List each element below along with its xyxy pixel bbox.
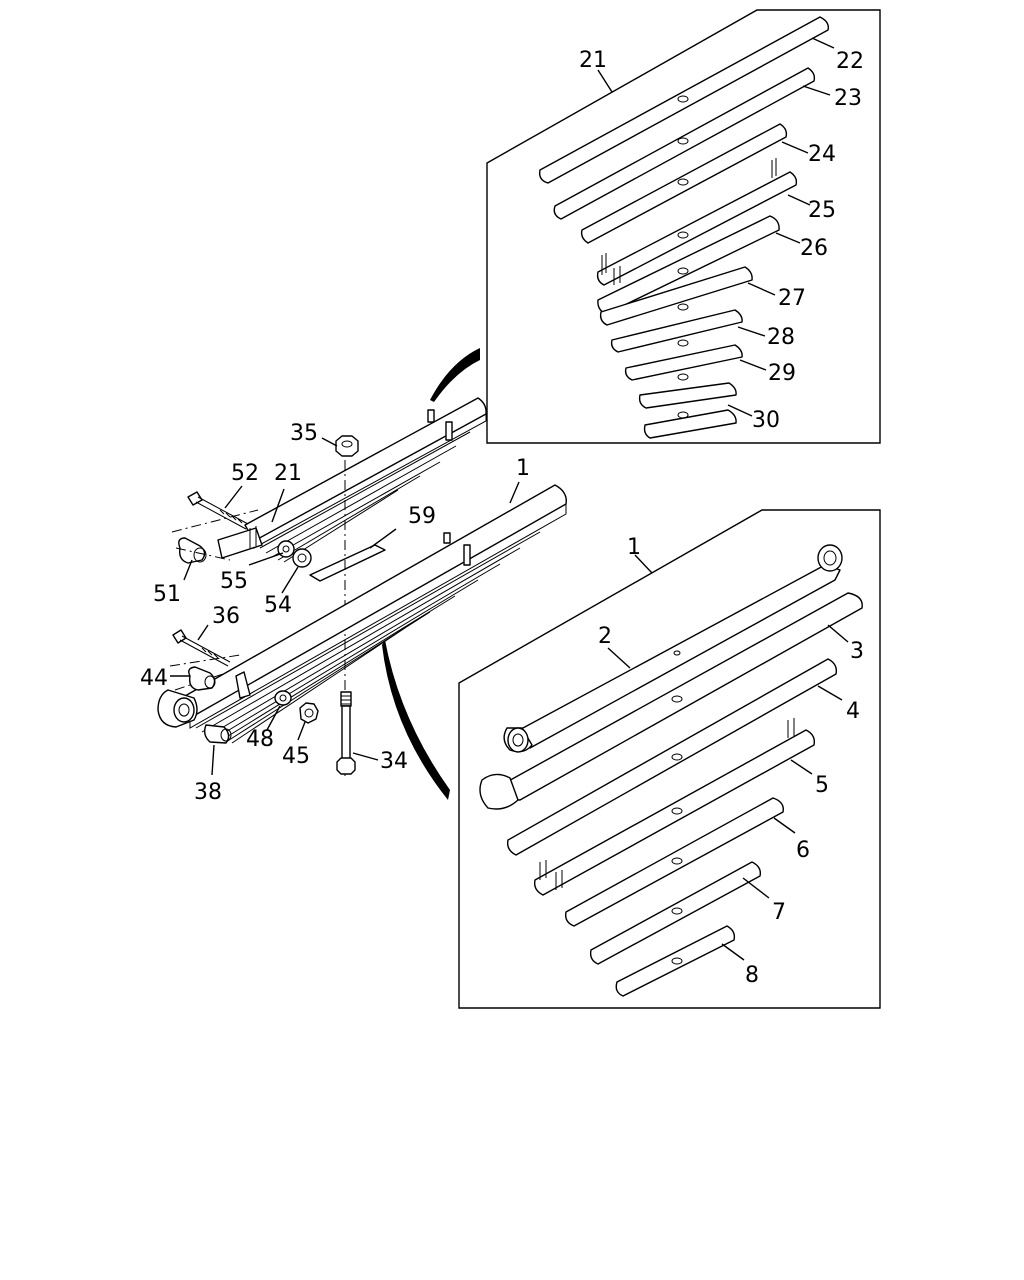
callout-54: 54 xyxy=(264,593,292,618)
callout-3: 3 xyxy=(850,639,864,664)
leaf-3 xyxy=(479,592,863,810)
leaf-24 xyxy=(580,123,788,244)
callout-6: 6 xyxy=(796,838,810,863)
bushing-38 xyxy=(203,724,232,744)
lower-inset xyxy=(458,509,881,1009)
top-inset-frame xyxy=(486,9,881,444)
leaf-28 xyxy=(610,309,743,353)
callout-55: 55 xyxy=(220,569,248,594)
leaf-7 xyxy=(589,861,762,965)
callout-5: 5 xyxy=(815,773,829,798)
callout-1-mid: 1 xyxy=(516,456,530,481)
top-inset xyxy=(486,9,881,444)
leaf-29 xyxy=(624,344,743,381)
nut-54 xyxy=(292,548,312,568)
main-assembly xyxy=(157,397,567,780)
callout-35: 35 xyxy=(290,421,318,446)
callout-48: 48 xyxy=(246,727,274,752)
callout-25: 25 xyxy=(808,198,836,223)
leaf-2 xyxy=(503,544,843,753)
top-inset-pointer xyxy=(430,348,480,402)
leaf-8 xyxy=(615,925,736,997)
leaf-26 xyxy=(597,215,780,315)
washer-48 xyxy=(274,690,292,706)
bolt-36 xyxy=(172,629,231,667)
callout-24: 24 xyxy=(808,142,836,167)
callout-44: 44 xyxy=(140,666,168,691)
leaf-5 xyxy=(533,718,816,896)
upper-spring-pack xyxy=(217,397,487,563)
callout-labels: 21 22 23 24 25 26 27 28 29 30 35 52 21 1… xyxy=(140,48,864,988)
spacer-59 xyxy=(309,544,386,582)
callout-34: 34 xyxy=(380,749,408,774)
callout-21-top: 21 xyxy=(579,48,607,73)
callout-1-top: 1 xyxy=(627,535,641,560)
callout-8: 8 xyxy=(745,963,759,988)
leaf-22 xyxy=(538,16,830,184)
callout-28: 28 xyxy=(767,325,795,350)
callout-26: 26 xyxy=(800,236,828,261)
main-spring-pack xyxy=(157,484,567,744)
callout-36: 36 xyxy=(212,604,240,629)
callout-22: 22 xyxy=(836,49,864,74)
callout-45: 45 xyxy=(282,744,310,769)
nut-45 xyxy=(299,702,319,724)
callout-4: 4 xyxy=(846,699,860,724)
bushing-51 xyxy=(178,537,207,564)
callout-27: 27 xyxy=(778,286,806,311)
center-bolt-34 xyxy=(336,691,356,775)
leaf-30 xyxy=(638,382,737,439)
lower-inset-pointer xyxy=(382,640,450,800)
leaf-4 xyxy=(506,658,838,856)
callout-30: 30 xyxy=(752,408,780,433)
leaf-27 xyxy=(599,266,753,326)
callout-23: 23 xyxy=(834,86,862,111)
nut-35 xyxy=(335,435,359,457)
callout-21-mid: 21 xyxy=(274,461,302,486)
leaf-25 xyxy=(596,158,798,286)
callout-7: 7 xyxy=(772,900,786,925)
bushing-44 xyxy=(188,666,216,691)
callout-2: 2 xyxy=(598,624,612,649)
leaf-6 xyxy=(564,797,784,927)
callout-38: 38 xyxy=(194,780,222,805)
callout-52: 52 xyxy=(231,461,259,486)
lower-inset-frame xyxy=(458,509,881,1009)
callout-29: 29 xyxy=(768,361,796,386)
callout-51: 51 xyxy=(153,582,181,607)
leaf-23 xyxy=(553,67,816,220)
callout-59: 59 xyxy=(408,504,436,529)
bolt-52 xyxy=(187,491,249,530)
